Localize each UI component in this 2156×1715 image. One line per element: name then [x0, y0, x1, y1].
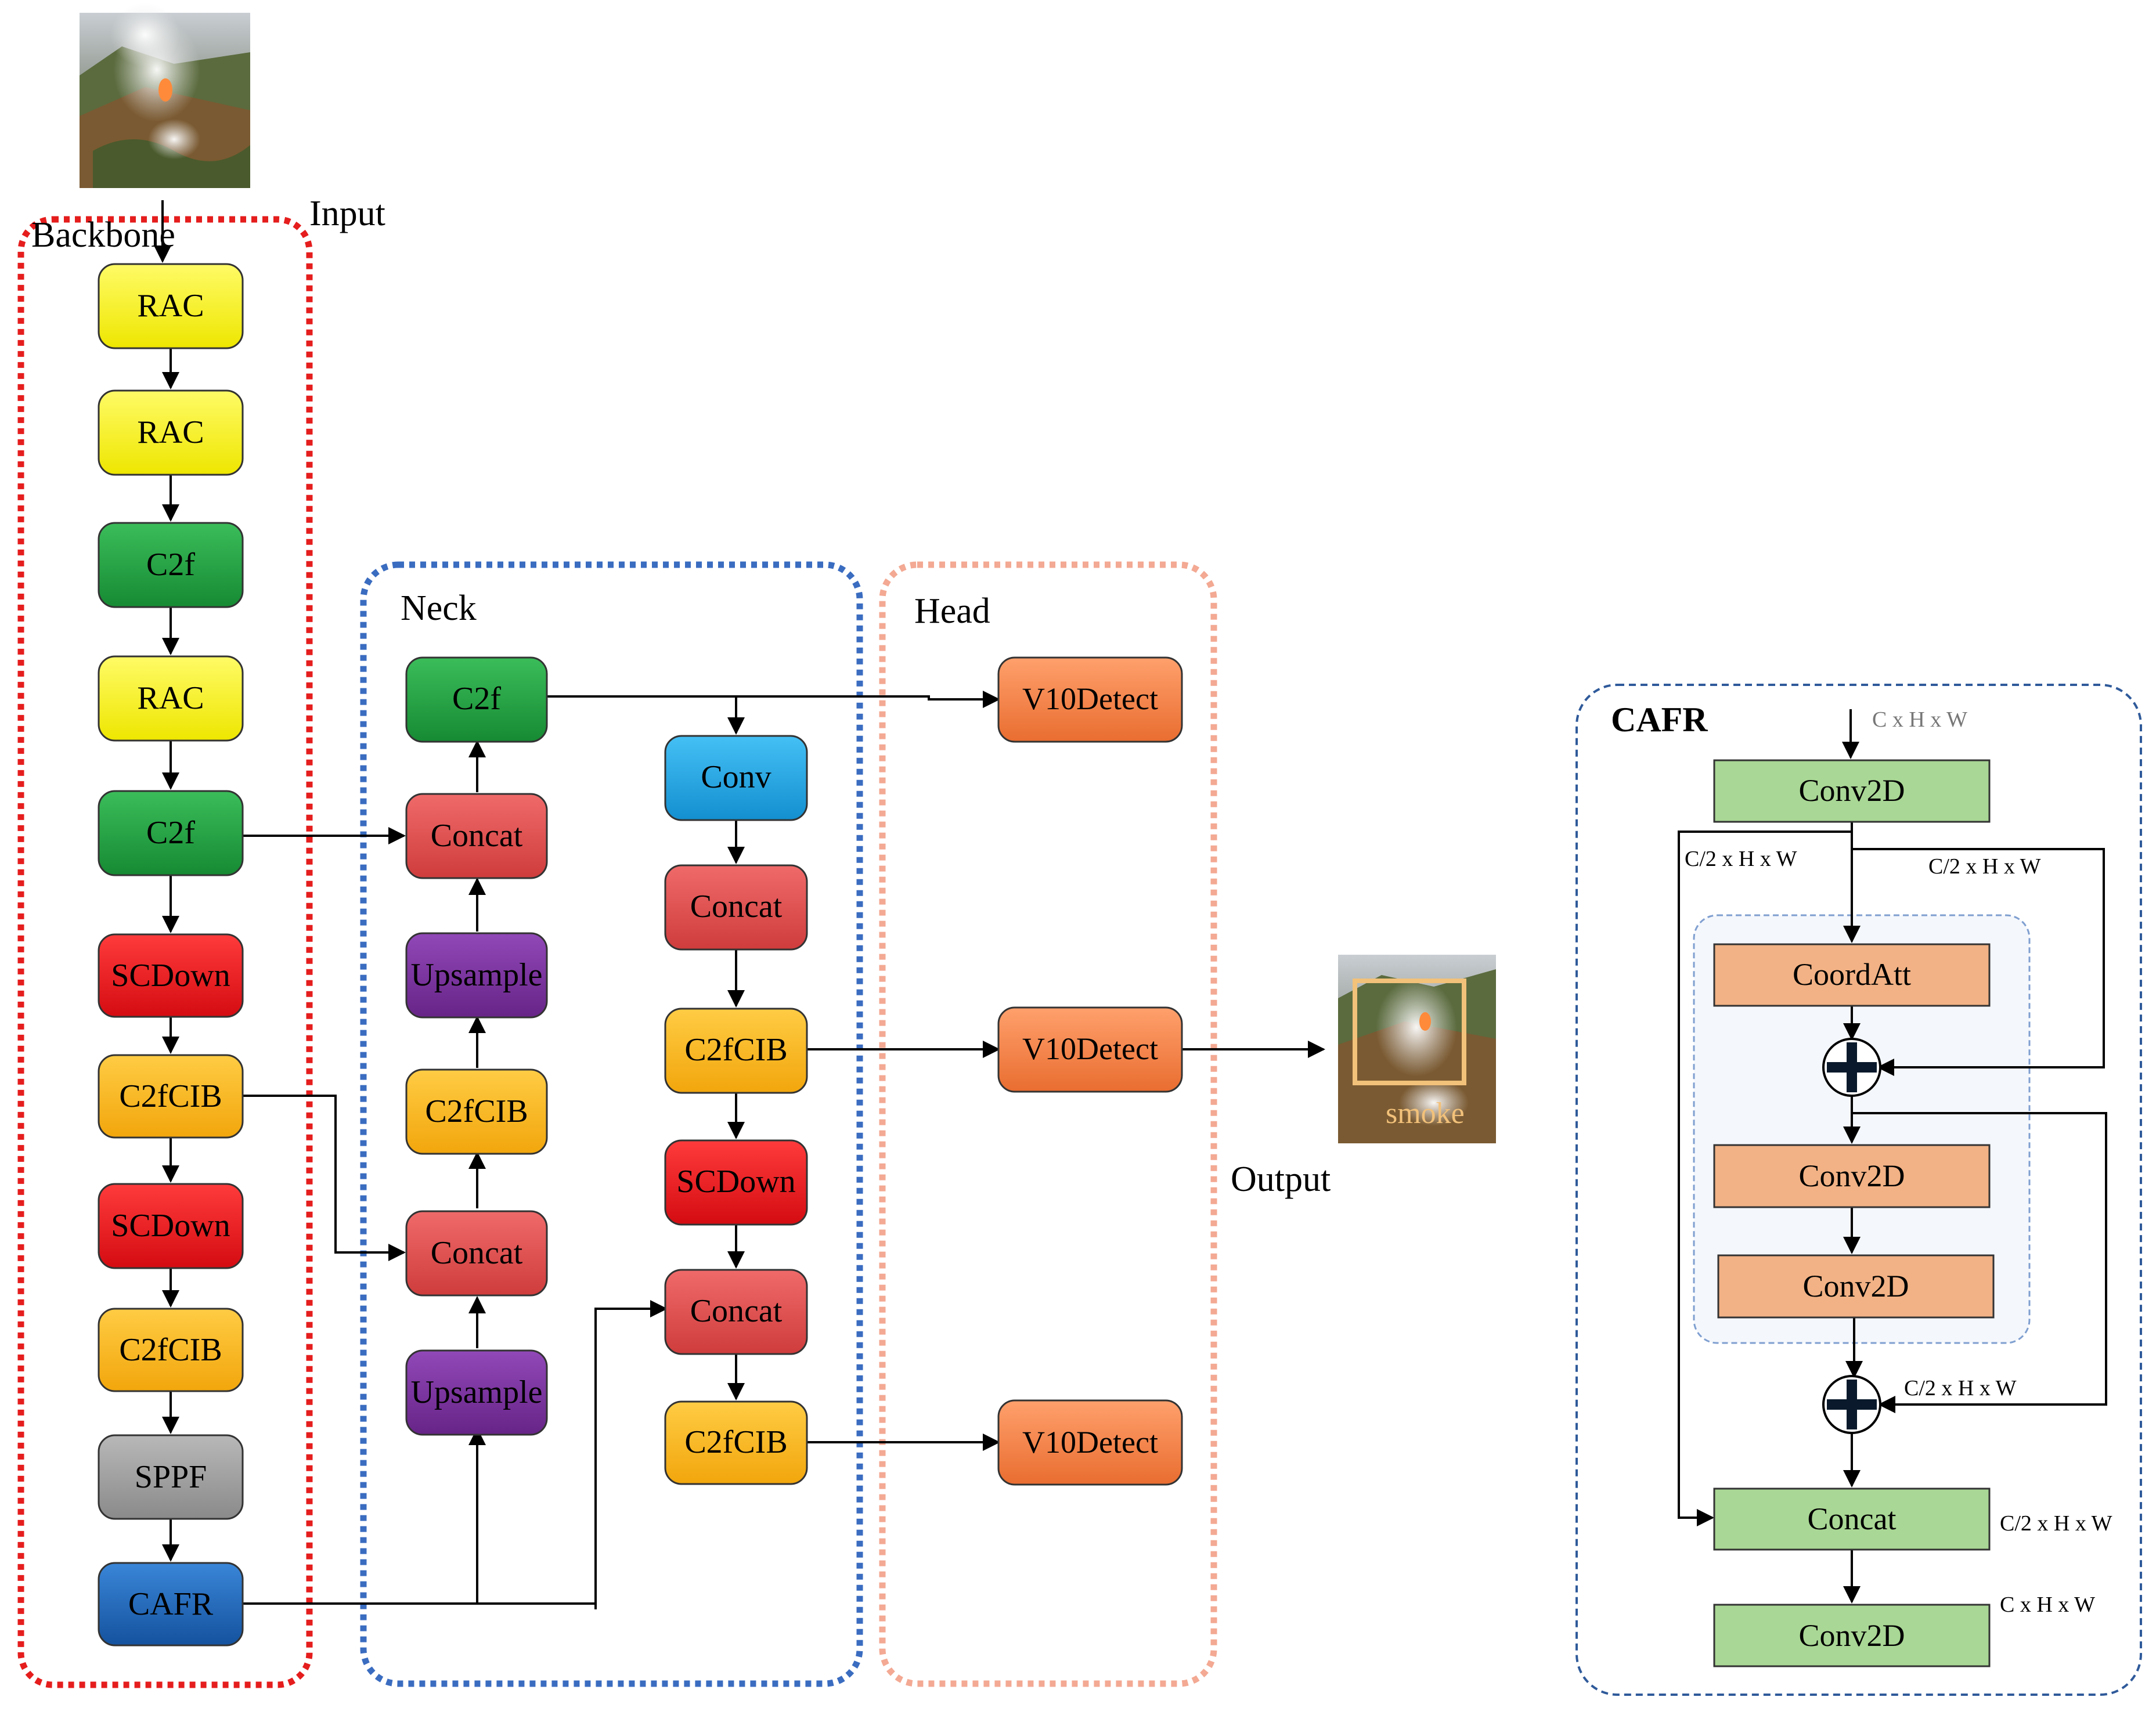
block-label: C2f: [146, 547, 195, 583]
backbone-block-rac-1: RAC: [98, 263, 244, 349]
backbone-group: [17, 216, 313, 1688]
cafr-dim-right: C/2 x H x W: [1928, 854, 2041, 879]
block-label: V10Detect: [1022, 1031, 1158, 1066]
neck-group: [360, 561, 863, 1687]
neck-block-concat-2: Concat: [405, 1210, 548, 1297]
cafr-inner-panel: [1693, 914, 2031, 1344]
detection-label: smoke: [1386, 1097, 1465, 1130]
block-label: Conv: [701, 759, 771, 795]
neck-block-c2fcib-2: C2fCIB: [664, 1008, 808, 1094]
cafr-add-node-1: [1822, 1038, 1881, 1097]
block-label: C2fCIB: [684, 1424, 787, 1460]
block-label: V10Detect: [1022, 1425, 1158, 1460]
backbone-block-c2f-2: C2f: [98, 790, 244, 876]
block-label: SCDown: [676, 1164, 795, 1200]
block-label: C2fCIB: [119, 1078, 222, 1114]
neck-block-upsample-1: Upsample: [405, 932, 548, 1019]
cafr-dim-concat: C/2 x H x W: [2000, 1511, 2112, 1536]
head-block-v10detect-2: V10Detect: [997, 1006, 1183, 1093]
cafr-input-dim: C x H x W: [1872, 707, 1967, 732]
head-group: [879, 561, 1217, 1687]
backbone-block-cafr: CAFR: [98, 1562, 244, 1647]
head-block-v10detect-1: V10Detect: [997, 656, 1183, 743]
block-label: SCDown: [111, 1208, 230, 1244]
input-image: [80, 3, 250, 188]
neck-block-c2f: C2f: [405, 656, 548, 743]
block-label: CoordAtt: [1793, 957, 1911, 992]
neck-block-concat-3: Concat: [664, 864, 808, 951]
cafr-dim-add2: C/2 x H x W: [1904, 1376, 2017, 1400]
neck-block-upsample-2: Upsample: [405, 1349, 548, 1436]
block-label: Concat: [1808, 1501, 1897, 1536]
block-label: Concat: [690, 1293, 783, 1329]
output-image: smoke: [1338, 955, 1496, 1143]
cafr-block-coordatt: CoordAtt: [1713, 943, 1991, 1007]
cafr-block-conv2d-2: Conv2D: [1713, 1144, 1991, 1208]
neck-label: Neck: [401, 588, 477, 628]
input-label: Input: [309, 194, 385, 233]
block-label: Upsample: [410, 1374, 542, 1410]
block-label: C2fCIB: [684, 1032, 787, 1068]
neck-block-concat-1: Concat: [405, 793, 548, 879]
detection-box: [1353, 979, 1466, 1085]
cafr-block-conv2d-3: Conv2D: [1717, 1254, 1995, 1319]
block-label: C2fCIB: [119, 1332, 222, 1368]
cafr-block-concat: Concat: [1713, 1487, 1991, 1551]
backbone-block-c2fcib-1: C2fCIB: [98, 1054, 244, 1139]
block-label: V10Detect: [1022, 681, 1158, 716]
backbone-block-rac-3: RAC: [98, 655, 244, 742]
neck-block-c2fcib: C2fCIB: [405, 1068, 548, 1155]
block-label: CAFR: [128, 1586, 214, 1622]
block-label: Concat: [431, 818, 523, 854]
head-label: Head: [914, 591, 990, 631]
head-block-v10detect-3: V10Detect: [997, 1399, 1183, 1486]
neck-block-c2fcib-3: C2fCIB: [664, 1400, 808, 1485]
output-label: Output: [1231, 1160, 1331, 1199]
backbone-block-scdown-1: SCDown: [98, 933, 244, 1018]
block-label: C2f: [452, 681, 501, 717]
cafr-block-conv2d-1: Conv2D: [1713, 759, 1991, 823]
block-label: Concat: [690, 889, 783, 925]
block-label: Conv2D: [1798, 773, 1905, 808]
cafr-group: [1575, 684, 2142, 1696]
backbone-block-c2f-1: C2f: [98, 522, 244, 608]
backbone-block-rac-2: RAC: [98, 389, 244, 476]
backbone-block-scdown-2: SCDown: [98, 1183, 244, 1269]
cafr-dim-output: C x H x W: [2000, 1593, 2095, 1617]
block-label: RAC: [137, 288, 204, 324]
cafr-block-conv2d-4: Conv2D: [1713, 1604, 1991, 1667]
backbone-block-c2fcib-2: C2fCIB: [98, 1308, 244, 1392]
block-label: RAC: [137, 414, 204, 450]
cafr-title: CAFR: [1611, 701, 1708, 739]
block-label: Concat: [431, 1235, 523, 1271]
block-label: Conv2D: [1798, 1158, 1905, 1193]
neck-block-scdown: SCDown: [664, 1139, 808, 1226]
block-label: SCDown: [111, 958, 230, 994]
block-label: C2f: [146, 815, 195, 851]
backbone-label: Backbone: [31, 215, 175, 255]
block-label: Conv2D: [1798, 1618, 1905, 1653]
cafr-dim-left: C/2 x H x W: [1685, 847, 1797, 871]
cafr-add-node-2: [1822, 1375, 1881, 1434]
block-label: SPPF: [135, 1459, 207, 1495]
neck-block-conv: Conv: [664, 735, 808, 821]
block-label: C2fCIB: [425, 1093, 528, 1129]
backbone-block-sppf: SPPF: [98, 1434, 244, 1520]
neck-block-concat-4: Concat: [664, 1269, 808, 1355]
block-label: RAC: [137, 680, 204, 716]
block-label: Upsample: [410, 957, 542, 993]
block-label: Conv2D: [1802, 1269, 1909, 1304]
